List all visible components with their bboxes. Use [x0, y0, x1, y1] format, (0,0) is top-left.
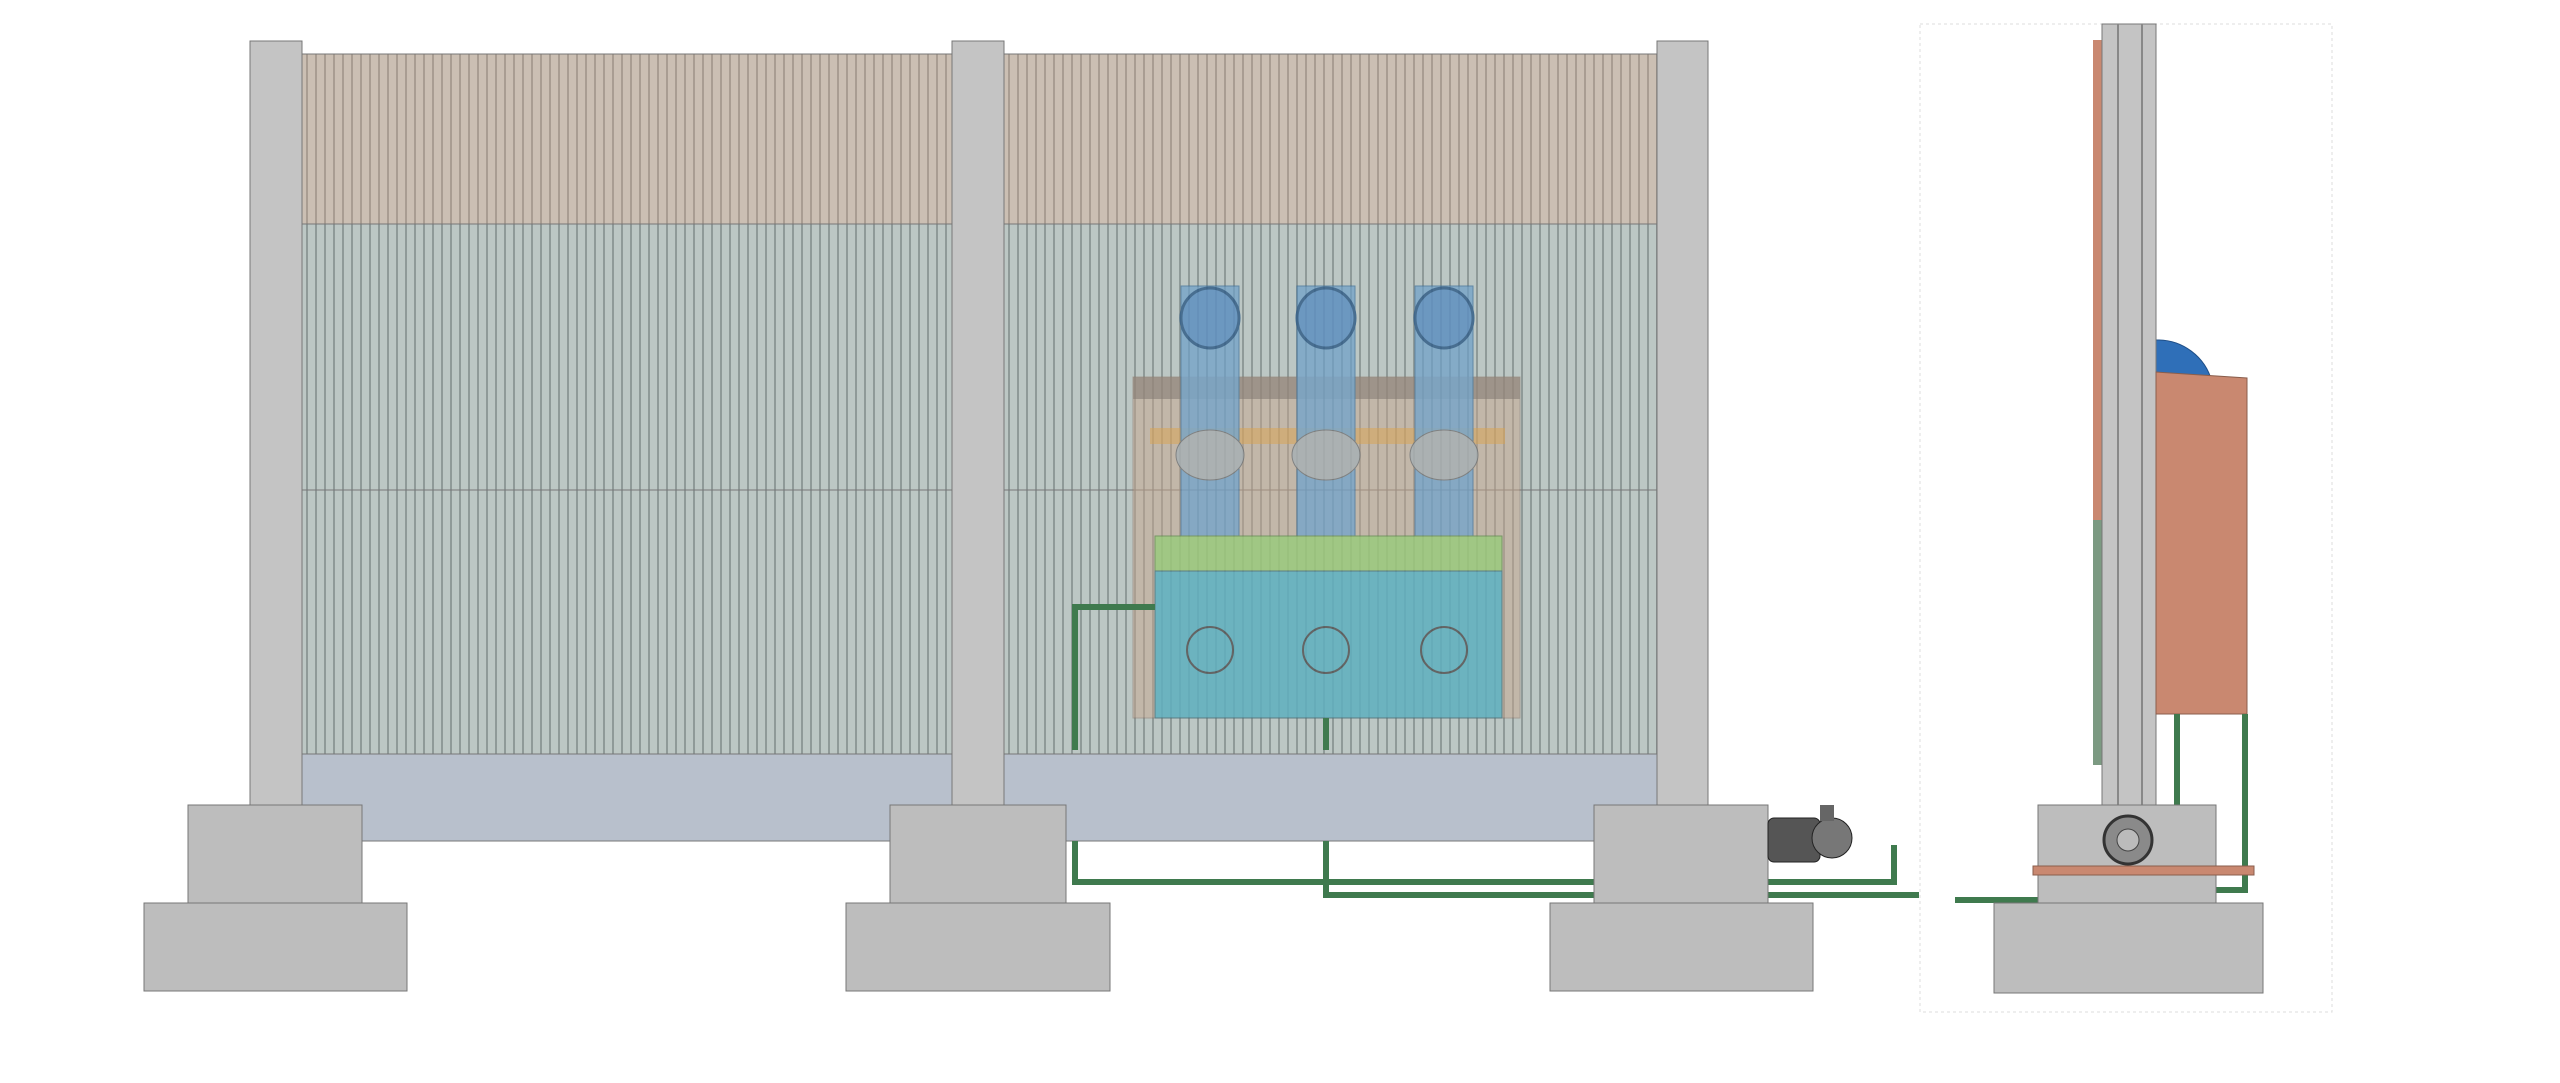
column-left	[249, 40, 303, 809]
side-column	[2101, 23, 2157, 809]
column-middle	[951, 40, 1005, 809]
footing-middle-upper	[889, 804, 1067, 904]
riser-pipes	[1175, 285, 1479, 537]
pump-base-plate	[2032, 865, 2255, 876]
pipe-opening	[1179, 286, 1241, 350]
pipe-flange	[1175, 429, 1245, 481]
tank-port	[1420, 626, 1468, 674]
pipe-flange	[1291, 429, 1361, 481]
return-pipe	[1072, 841, 1897, 885]
pipe-opening	[1295, 286, 1357, 350]
pump-outlet	[1820, 805, 1834, 821]
side-pump-hub	[2116, 828, 2140, 852]
footing-middle-lower	[845, 902, 1111, 992]
pipe-flange	[1409, 429, 1479, 481]
fill-media	[1154, 535, 1503, 572]
footing-left-lower	[143, 902, 408, 992]
pump-volute	[1811, 817, 1853, 859]
water-tank	[1154, 570, 1503, 719]
side-footing-lower	[1993, 902, 2264, 994]
front-elevation	[143, 40, 1919, 992]
wall-cladding-lower	[2093, 520, 2102, 765]
roof-panel-right	[1003, 53, 1658, 225]
roof-panel-left	[301, 53, 953, 225]
columns	[249, 40, 1709, 809]
wall-panel-left-lower	[301, 489, 953, 755]
wall-panel-left-upper	[301, 223, 953, 491]
column-right	[1656, 40, 1709, 809]
tank-port	[1302, 626, 1350, 674]
pipe-opening	[1413, 286, 1475, 350]
pump	[1767, 805, 1853, 863]
supply-pipe	[1072, 604, 1155, 750]
footings	[143, 804, 1814, 992]
cooling-unit	[1132, 285, 1521, 719]
footing-right-lower	[1549, 902, 1814, 992]
footing-right-upper	[1593, 804, 1769, 904]
wall-cladding	[2093, 40, 2102, 520]
unit-housing-side	[2155, 371, 2248, 715]
side-elevation	[1919, 23, 2333, 1013]
tank-port	[1186, 626, 1234, 674]
footing-left-upper	[187, 804, 363, 904]
